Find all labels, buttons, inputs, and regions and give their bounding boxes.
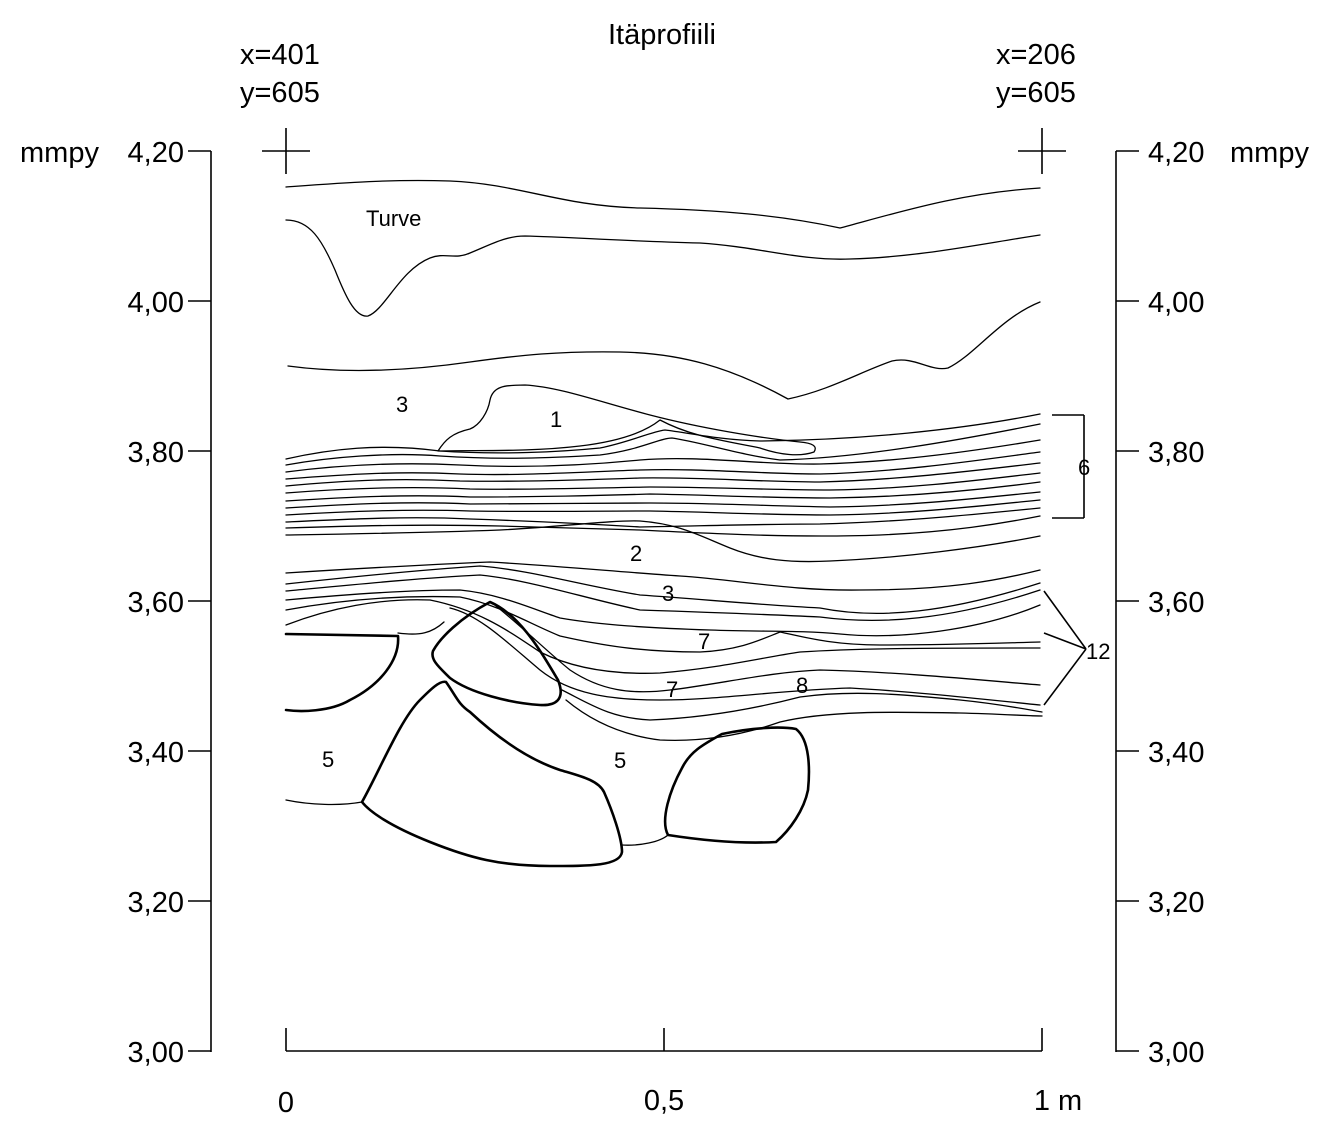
label-layer-3: 3 (396, 392, 408, 417)
left-tick-label: 3,20 (128, 887, 184, 919)
left-tick-label: 3,60 (128, 587, 184, 619)
stone-large (360, 680, 624, 868)
right-tick-label: 3,60 (1148, 587, 1204, 619)
label-layer-1: 1 (550, 407, 562, 432)
distance-tick-label: 0,5 (644, 1085, 684, 1117)
label-layer-5: 5 (322, 747, 334, 772)
left-axis-unit: mmpy (20, 137, 99, 169)
right-tick-label: 3,40 (1148, 737, 1204, 769)
left-tick-label: 4,20 (128, 137, 184, 169)
corner-right-y: y=605 (996, 77, 1076, 109)
bracket-layer-6 (1052, 414, 1085, 519)
distance-axis: 0 0,5 1 m (278, 1028, 1082, 1119)
corner-left-x: x=401 (240, 39, 320, 71)
stone-left (284, 632, 400, 713)
right-tick-label: 3,20 (1148, 887, 1204, 919)
layer-1-lens (437, 384, 816, 456)
label-layer-8: 8 (796, 673, 808, 698)
left-tick-label: 3,00 (128, 1037, 184, 1069)
stones (284, 600, 811, 868)
left-tick-label: 4,00 (128, 287, 184, 319)
leader-lines-layer-12 (1043, 590, 1087, 706)
layer-5-boundaries (285, 621, 669, 846)
label-layer-2: 2 (630, 541, 642, 566)
label-layer-3: 3 (662, 581, 674, 606)
label-layer-12: 12 (1086, 639, 1110, 664)
right-tick-label: 4,20 (1148, 137, 1204, 169)
label-layer-6: 6 (1078, 455, 1090, 480)
right-elevation-axis: 4,20 mmpy 4,00 3,80 3,60 3,40 3,20 3,00 (1115, 137, 1309, 1069)
left-tick-label: 3,40 (128, 737, 184, 769)
left-tick-label: 3,80 (128, 437, 184, 469)
peat-layer-boundaries (285, 179, 1041, 400)
left-elevation-axis: mmpy 4,20 4,00 3,80 3,60 3,40 3,20 3,00 (20, 137, 212, 1069)
layer-2-boundary (285, 520, 1041, 563)
title: Itäprofiili (608, 19, 716, 51)
right-tick-label: 4,00 (1148, 287, 1204, 319)
stone-upper-middle (431, 600, 562, 707)
lower-laminations (285, 561, 1043, 741)
corner-left-y: y=605 (240, 77, 320, 109)
stone-right (663, 726, 811, 844)
corner-cross-right (1018, 128, 1066, 174)
distance-tick-label: 0 (278, 1087, 294, 1118)
right-axis-unit: mmpy (1230, 137, 1309, 169)
corner-right-x: x=206 (996, 39, 1076, 71)
right-tick-label: 3,00 (1148, 1037, 1204, 1069)
right-tick-label: 3,80 (1148, 437, 1204, 469)
label-layer-7: 7 (698, 629, 710, 654)
label-layer-7: 7 (666, 677, 678, 702)
label-turve: Turve (366, 206, 421, 231)
corner-cross-left (262, 128, 310, 174)
distance-tick-label: 1 m (1034, 1085, 1082, 1117)
layer-6-laminations (285, 413, 1041, 537)
label-layer-5: 5 (614, 748, 626, 773)
